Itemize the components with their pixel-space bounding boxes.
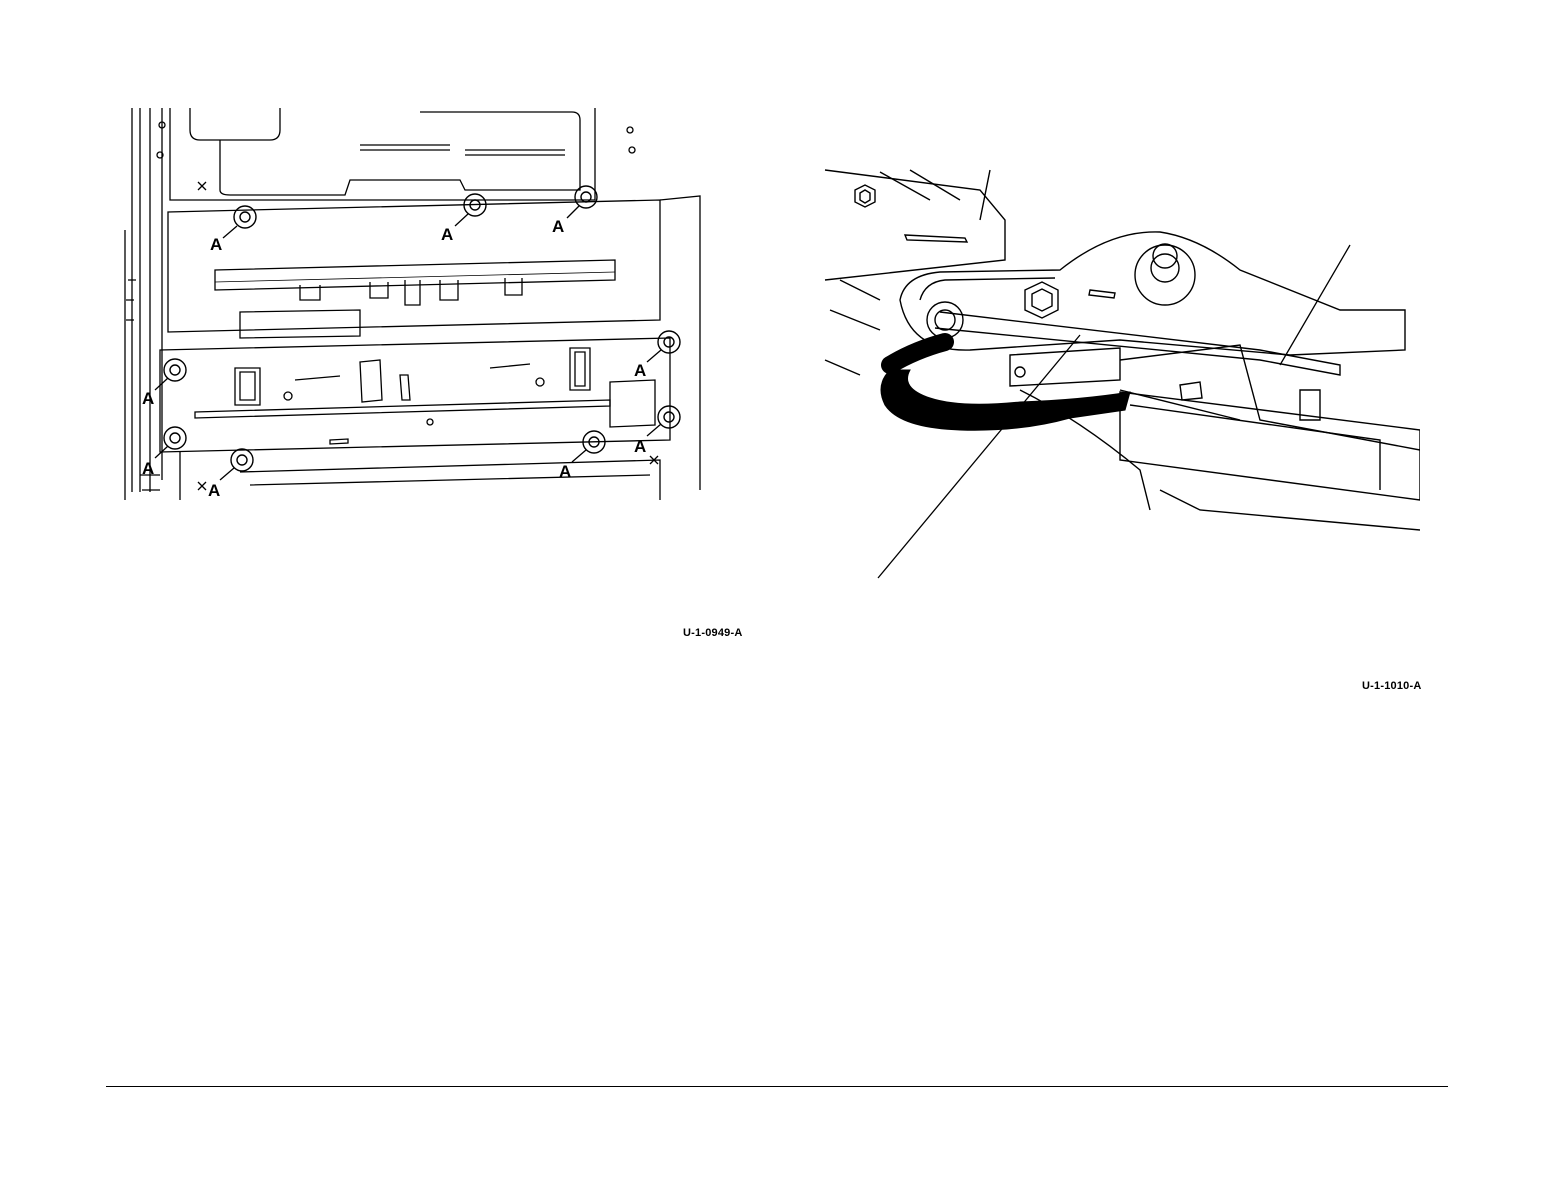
figure-id-left: U-1-0949-A — [683, 627, 742, 639]
figure-hinge-cable — [820, 160, 1420, 590]
screw-panel-illustration: A A A A A A A A A — [120, 100, 720, 500]
callout-a-3: A — [552, 217, 564, 236]
callout-a-4: A — [142, 389, 154, 408]
hinge-cable-illustration — [820, 160, 1420, 590]
callout-a-7: A — [634, 437, 646, 456]
callout-a-1: A — [210, 235, 222, 254]
footer-rule — [106, 1086, 1448, 1087]
figure-id-right: U-1-1010-A — [1362, 680, 1421, 692]
callout-a-9: A — [559, 462, 571, 481]
figure-screw-locations: A A A A A A A A A — [120, 100, 720, 500]
callout-a-2: A — [441, 225, 453, 244]
callout-a-6: A — [142, 459, 154, 478]
callout-a-5: A — [634, 361, 646, 380]
callout-a-8: A — [208, 481, 220, 500]
